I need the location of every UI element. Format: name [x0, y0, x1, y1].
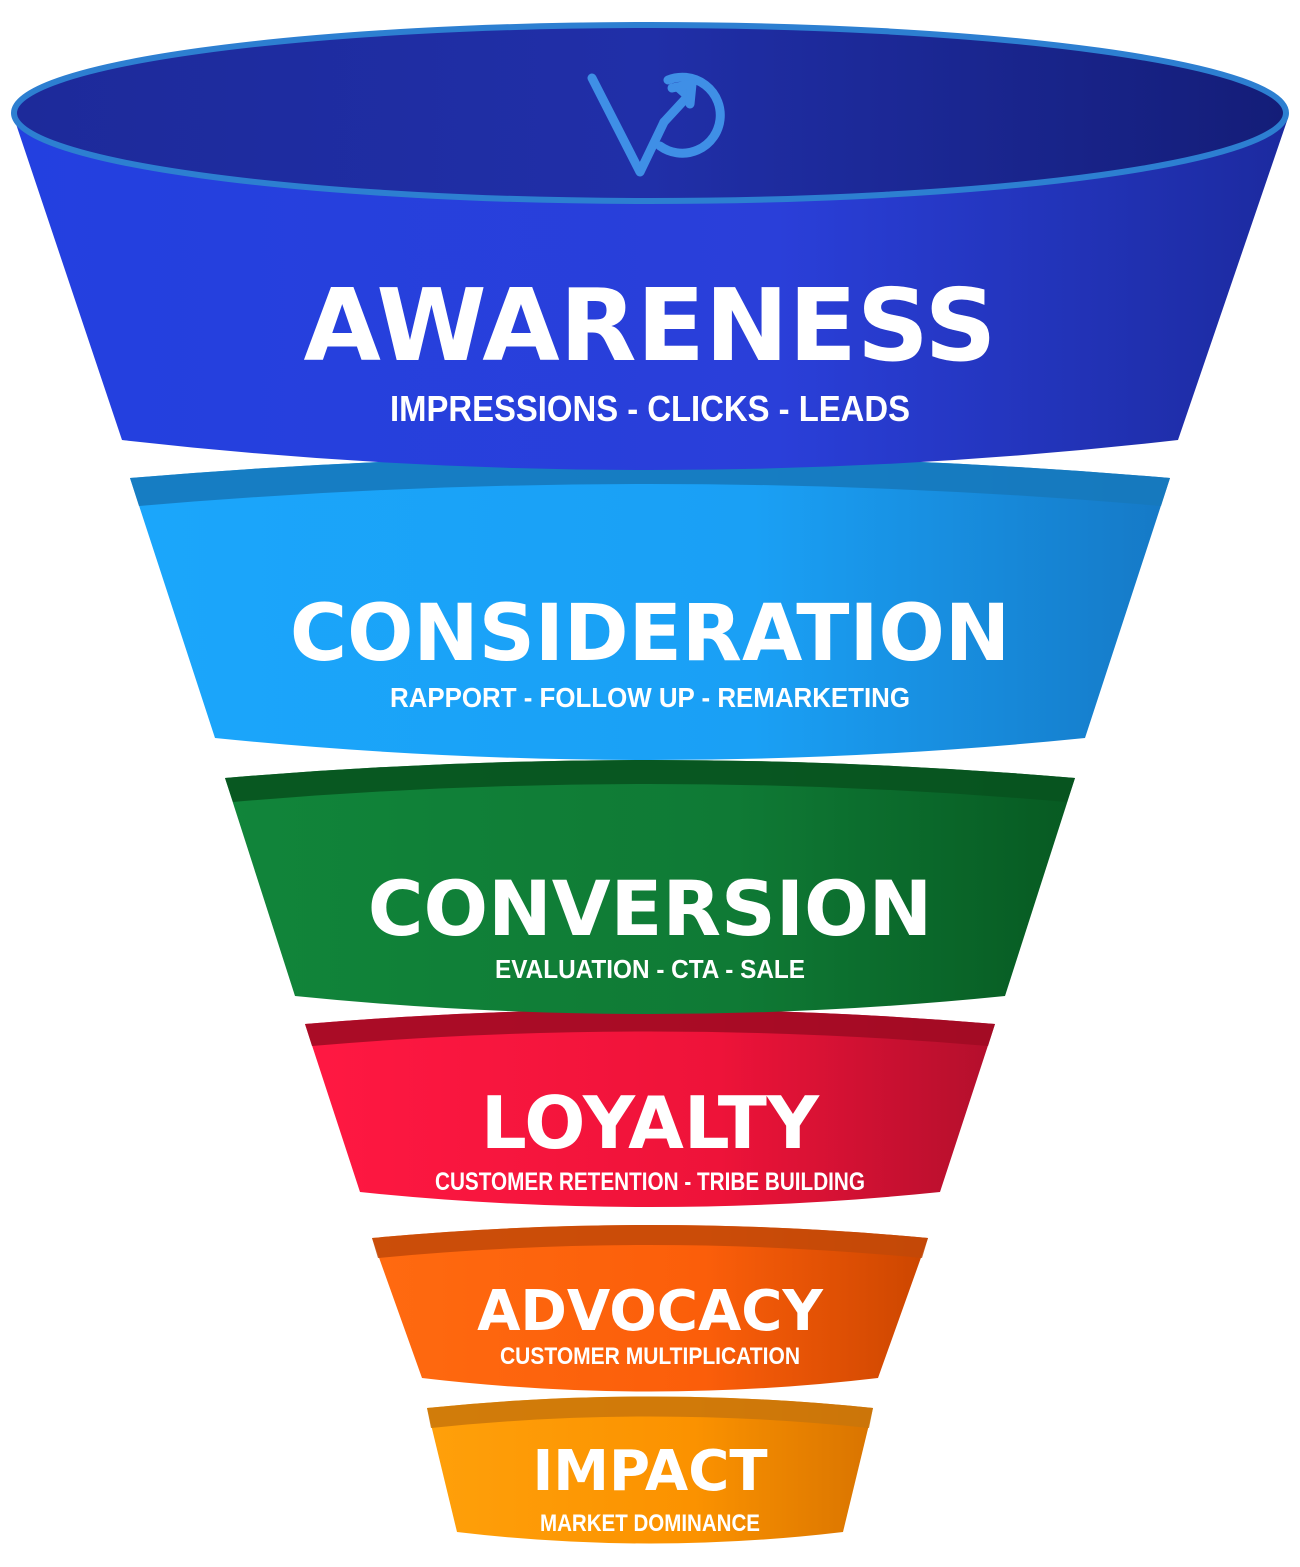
- stage-loyalty-title: LOYALTY: [481, 1081, 820, 1165]
- stage-awareness-title: AWARENESS: [304, 267, 997, 384]
- stage-consideration-top-band: [130, 456, 1170, 506]
- stage-loyalty-top-band: [305, 1009, 995, 1046]
- stage-impact-top-band: [427, 1396, 873, 1428]
- stage-consideration: CONSIDERATION RAPPORT - FOLLOW UP - REMA…: [130, 456, 1170, 760]
- funnel-rim: [11, 22, 1289, 204]
- stage-impact-subtitle: MARKET DOMINANCE: [540, 1510, 760, 1537]
- stage-conversion-subtitle: EVALUATION - CTA - SALE: [495, 954, 805, 984]
- stage-loyalty: LOYALTY CUSTOMER RETENTION - TRIBE BUILD…: [305, 1009, 995, 1207]
- stage-impact-title: IMPACT: [532, 1439, 767, 1504]
- stage-conversion-top-band: [225, 760, 1075, 802]
- stage-awareness: AWARENESS IMPRESSIONS - CLICKS - LEADS: [11, 22, 1289, 470]
- stage-conversion-title: CONVERSION: [368, 864, 932, 953]
- stage-consideration-shape: [130, 456, 1170, 760]
- stage-impact-shape: [427, 1396, 873, 1544]
- stage-advocacy-title: ADVOCACY: [477, 1279, 824, 1344]
- vo-arrow-logo-icon: [587, 72, 725, 177]
- stage-consideration-subtitle: RAPPORT - FOLLOW UP - REMARKETING: [390, 682, 910, 713]
- stage-advocacy-top-band: [372, 1225, 928, 1258]
- stage-awareness-shape: [14, 118, 1288, 470]
- stage-consideration-title: CONSIDERATION: [290, 589, 1010, 679]
- stage-impact: IMPACT MARKET DOMINANCE: [427, 1396, 873, 1544]
- stage-loyalty-shape: [305, 1009, 995, 1207]
- stage-awareness-subtitle: IMPRESSIONS - CLICKS - LEADS: [390, 388, 910, 429]
- stage-loyalty-subtitle: CUSTOMER RETENTION - TRIBE BUILDING: [435, 1168, 865, 1196]
- stage-advocacy-subtitle: CUSTOMER MULTIPLICATION: [500, 1343, 800, 1370]
- stage-conversion: CONVERSION EVALUATION - CTA - SALE: [225, 760, 1075, 1014]
- stage-advocacy-shape: [372, 1225, 928, 1392]
- stage-advocacy: ADVOCACY CUSTOMER MULTIPLICATION: [372, 1225, 928, 1392]
- stage-conversion-shape: [225, 760, 1075, 1014]
